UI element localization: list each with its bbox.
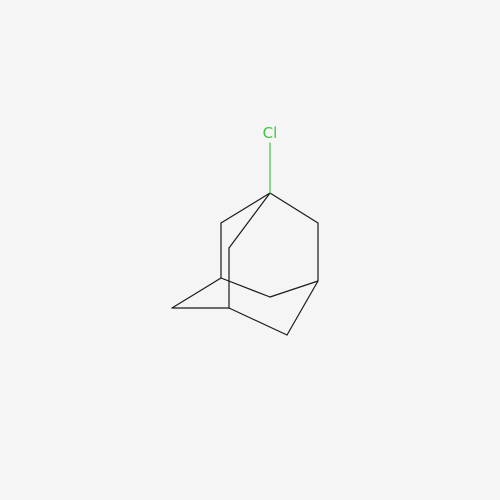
bond-c1-c2	[220, 192, 271, 224]
bond-c7-c10	[269, 280, 319, 298]
bond-c3-c4	[171, 277, 222, 309]
bond-c8-c1	[269, 192, 319, 224]
bond-c5-c6	[228, 307, 288, 336]
chlorine-atom-label: Cl	[263, 124, 278, 142]
bond-c6-c7	[286, 280, 319, 336]
bond-c10-c3	[220, 277, 271, 298]
carbon-skeleton	[171, 192, 319, 336]
bond-c1-c9	[228, 192, 271, 249]
